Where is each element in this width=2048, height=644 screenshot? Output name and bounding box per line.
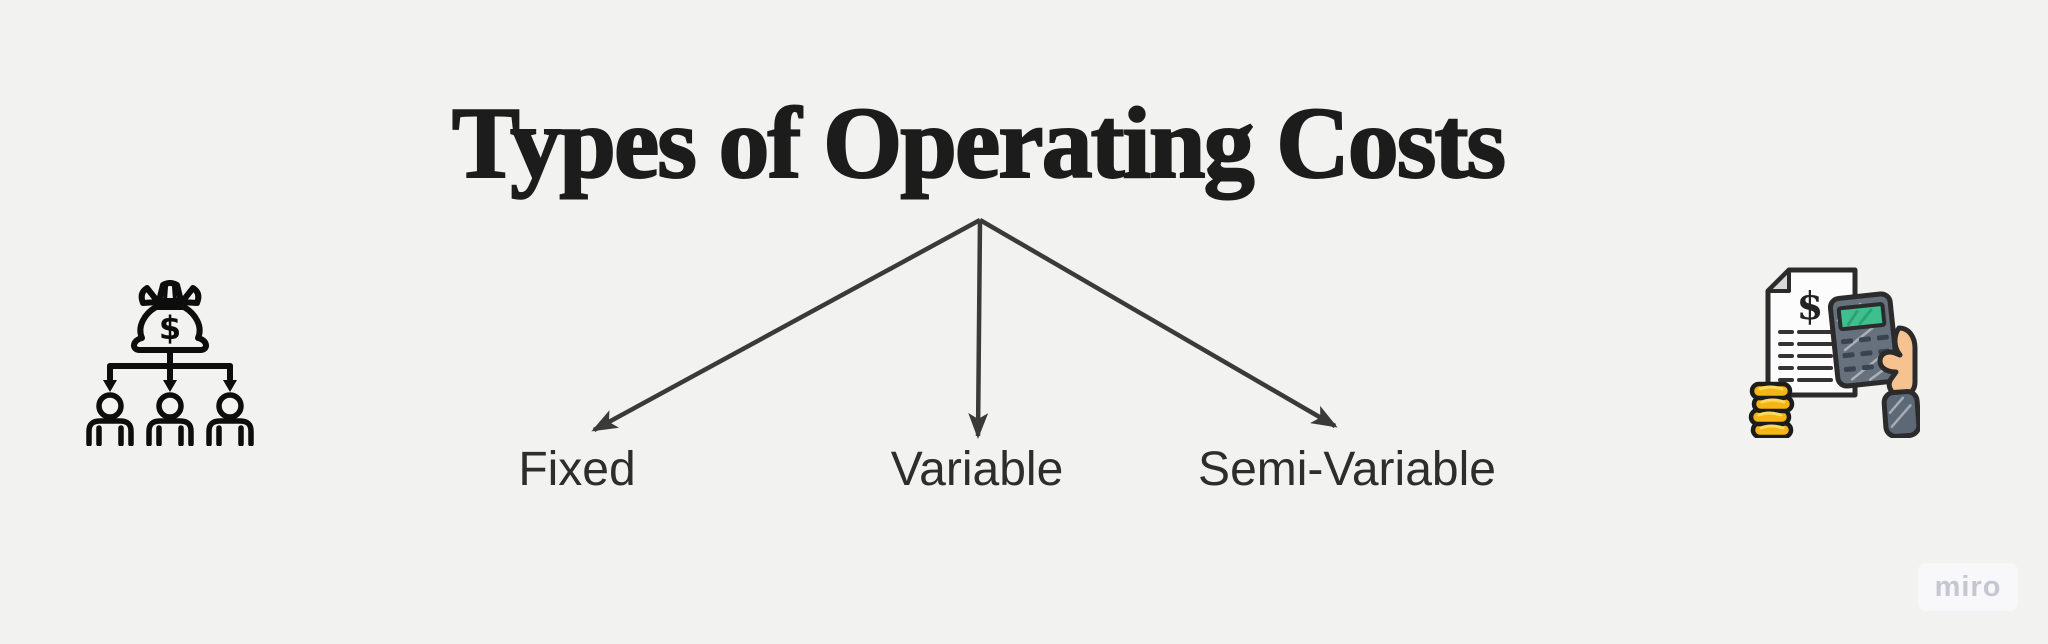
invoice-calculator-hand-icon: $: [1748, 267, 1920, 438]
money-bag-flap-right: [179, 285, 202, 306]
sleeve-cuff: [1881, 389, 1920, 438]
distribution-arrowheads: [103, 380, 237, 392]
money-bag-dollar-sign: $: [159, 309, 181, 347]
hand-icon: [1877, 325, 1918, 398]
branch-label-variable: Variable: [890, 443, 1064, 496]
arrow-to-variable: [968, 219, 989, 439]
flow-arrows: [591, 218, 1338, 439]
branch-label-semi-variable: Semi-Variable: [1198, 443, 1496, 496]
branch-label-fixed: Fixed: [518, 443, 636, 496]
page-title: Types of Operating Costs: [451, 87, 1507, 201]
money-bag-flap-left: [138, 285, 161, 306]
people-icons: [86, 392, 254, 446]
arrow-to-semi-variable: [978, 218, 1338, 428]
arrow-to-fixed: [591, 218, 982, 432]
calculator-screen: [1836, 302, 1887, 332]
invoice-fold-corner: [1766, 268, 1791, 293]
money-bag-body: [131, 304, 209, 353]
miro-watermark-label: miro: [1934, 570, 2002, 603]
money-bag-knot: [156, 280, 184, 304]
invoice-dollar-sign: $: [1797, 283, 1823, 328]
money-bag-distribution-icon: $: [86, 280, 254, 446]
coin-stack-icon: [1748, 381, 1795, 438]
invoice-text-lines: [1778, 330, 1833, 382]
miro-watermark-badge: miro: [1918, 563, 2018, 611]
